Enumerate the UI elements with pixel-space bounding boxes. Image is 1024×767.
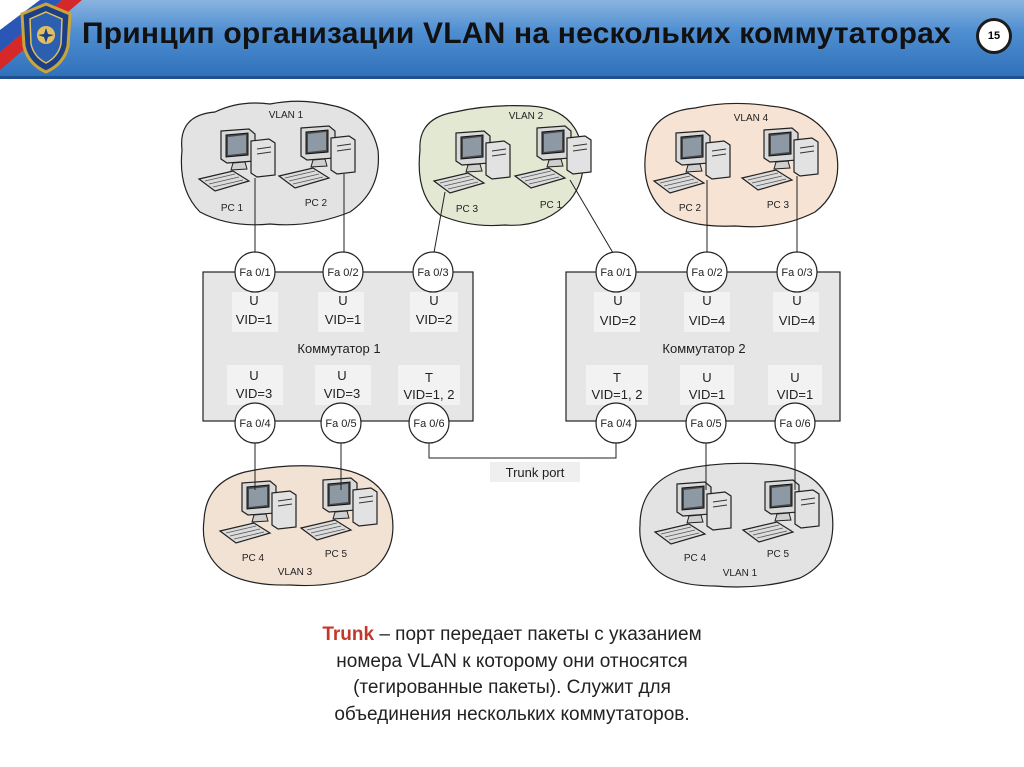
- cables: [254, 174, 798, 490]
- header-divider: [0, 76, 1024, 79]
- port-label: Fa 0/3: [781, 267, 812, 279]
- port-circle: [776, 251, 818, 293]
- port-mode: U: [702, 370, 711, 385]
- pc-label: PC 4: [684, 553, 707, 564]
- caption-accent: Trunk: [322, 624, 375, 645]
- port-mode: U: [702, 293, 711, 308]
- caption-line4: объединения нескольких коммутаторов.: [334, 703, 690, 725]
- port-vid: VID=1: [777, 387, 814, 402]
- caption-line1: – порт передает пакеты с указанием: [374, 624, 702, 645]
- port-circle: [774, 402, 816, 444]
- port-label: Fa 0/4: [239, 418, 270, 430]
- pc-label: PC 1: [540, 200, 563, 211]
- port-label: Fa 0/3: [417, 267, 448, 279]
- trunk-port-label: Trunk port: [506, 465, 565, 480]
- port-vid: VID=1, 2: [404, 387, 455, 402]
- port-vid: VID=1: [325, 312, 362, 327]
- vlan-label: VLAN 1: [723, 568, 758, 579]
- pc-label: PC 3: [456, 204, 479, 215]
- port-circle: [408, 402, 450, 444]
- port-mode: U: [338, 293, 347, 308]
- caption-line3: (тегированные пакеты). Служит для: [353, 677, 671, 698]
- port-vid: VID=1, 2: [592, 387, 643, 402]
- emblem-logo-icon: [20, 2, 72, 74]
- caption-text: Trunk – порт передает пакеты с указанием…: [240, 622, 784, 728]
- port-vid: VID=1: [689, 387, 726, 402]
- port-mode: T: [425, 370, 433, 385]
- pc-label: PC 1: [221, 203, 244, 214]
- port-circle: [685, 402, 727, 444]
- pc-label: PC 2: [305, 198, 328, 209]
- port-mode: T: [613, 370, 621, 385]
- port-mode: U: [790, 370, 799, 385]
- pc-label: PC 3: [767, 200, 790, 211]
- vlan-label: VLAN 4: [734, 113, 769, 124]
- port-label: Fa 0/2: [691, 267, 722, 279]
- slide-title: Принцип организации VLAN на нескольких к…: [82, 17, 951, 50]
- vlan-label: VLAN 3: [278, 567, 313, 578]
- slide-header: [0, 0, 1024, 78]
- port-label: Fa 0/6: [779, 418, 810, 430]
- port-circle: [595, 251, 637, 293]
- port-mode: U: [429, 293, 438, 308]
- pc-label: PC 2: [679, 203, 702, 214]
- port-vid: VID=3: [236, 386, 273, 401]
- port-vid: VID=4: [689, 313, 726, 328]
- port-label: Fa 0/6: [413, 418, 444, 430]
- port-circle: [686, 251, 728, 293]
- port-label: Fa 0/2: [327, 267, 358, 279]
- port-label: Fa 0/4: [600, 418, 631, 430]
- port-label: Fa 0/5: [325, 418, 356, 430]
- port-circle: [234, 402, 276, 444]
- port-label: Fa 0/5: [690, 418, 721, 430]
- caption-line2: номера VLAN к которому они относятся: [336, 650, 688, 672]
- switch2-name: Коммутатор 2: [662, 341, 745, 356]
- port-circle: [322, 251, 364, 293]
- port-vid: VID=1: [236, 312, 273, 327]
- port-circle: [595, 402, 637, 444]
- port-vid: VID=2: [600, 313, 637, 328]
- port-mode: U: [792, 293, 801, 308]
- pc-label: PC 5: [767, 549, 790, 560]
- pc-label: PC 4: [242, 553, 265, 564]
- pc-label: PC 5: [325, 549, 348, 560]
- page-number-badge: 15: [976, 18, 1012, 54]
- port-label: Fa 0/1: [239, 267, 270, 279]
- vlan-label: VLAN 1: [269, 110, 304, 121]
- port-mode: U: [249, 293, 258, 308]
- port-vid: VID=3: [324, 386, 361, 401]
- port-mode: U: [337, 368, 346, 383]
- port-circle: [412, 251, 454, 293]
- vlan-label: VLAN 2: [509, 111, 544, 122]
- port-circle: [234, 251, 276, 293]
- port-mode: U: [249, 368, 258, 383]
- switch1-name: Коммутатор 1: [297, 341, 380, 356]
- port-mode: U: [613, 293, 622, 308]
- trunk-label-box: [490, 462, 580, 482]
- port-label: Fa 0/1: [600, 267, 631, 279]
- port-vid: VID=2: [416, 312, 453, 327]
- port-vid: VID=4: [779, 313, 816, 328]
- port-circle: [320, 402, 362, 444]
